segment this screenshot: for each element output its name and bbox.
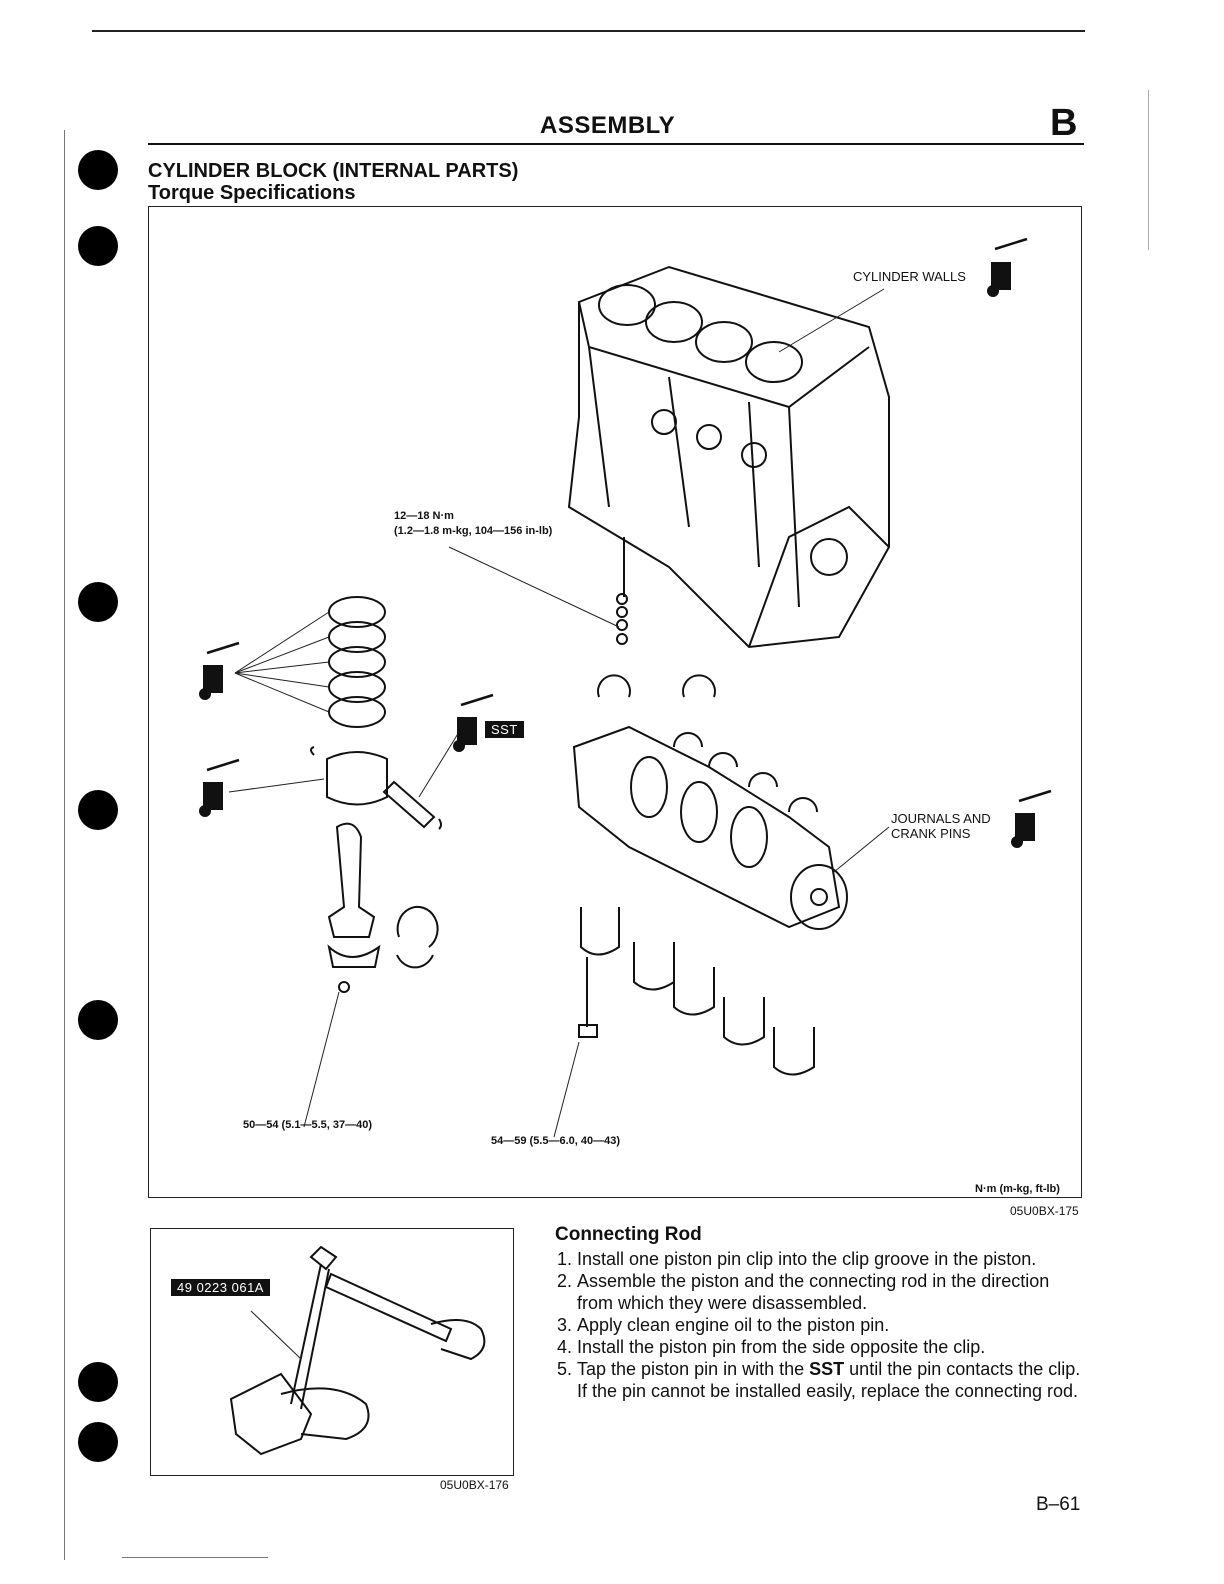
sst-installation-drawing bbox=[229, 1245, 486, 1456]
title-rule bbox=[148, 143, 1084, 145]
connecting-rod-heading: Connecting Rod bbox=[555, 1224, 702, 1245]
rod-cap bbox=[327, 944, 381, 968]
cylinder-bore bbox=[745, 341, 803, 383]
binder-hole-icon bbox=[78, 790, 118, 830]
figure-id: 05U0BX-176 bbox=[440, 1478, 509, 1492]
label-torque-bolt: 12—18 N·m bbox=[394, 510, 454, 522]
sst-tool bbox=[309, 1245, 338, 1271]
instruction-list: Install one piston pin clip into the cli… bbox=[555, 1248, 1085, 1402]
washer bbox=[616, 593, 628, 605]
oil-icon bbox=[1011, 789, 1052, 848]
section-letter: B bbox=[1050, 102, 1078, 144]
upper-main-bearing bbox=[788, 797, 818, 813]
label-torque-main-bearing: 54—59 (5.5—6.0, 40—43) bbox=[491, 1135, 621, 1147]
instruction-step: Apply clean engine oil to the piston pin… bbox=[577, 1314, 1085, 1336]
label-torque-connecting-rod: 50—54 (5.1—5.5, 37—40) bbox=[243, 1119, 373, 1131]
label-crank-pins: CRANK PINS bbox=[891, 826, 971, 841]
upper-main-bearing bbox=[748, 772, 778, 788]
sst-installation-figure: 49 0223 061A bbox=[150, 1228, 514, 1476]
exploded-diagram-drawing bbox=[199, 237, 1052, 1138]
step-text: until the pin contacts the clip. bbox=[844, 1359, 1081, 1379]
instruction-step: Install the piston pin from the side opp… bbox=[577, 1336, 1085, 1358]
exploded-diagram-figure: CYLINDER WALLS 12—18 N·m (1.2—1.8 m-kg, … bbox=[148, 206, 1082, 1198]
bearing-shell bbox=[396, 954, 434, 969]
label-cylinder-walls: CYLINDER WALLS bbox=[853, 269, 966, 284]
binder-hole-icon bbox=[78, 1362, 118, 1402]
bearing-shell bbox=[396, 905, 439, 948]
label-journals: JOURNALS AND bbox=[891, 811, 991, 826]
cylinder-bore bbox=[645, 301, 703, 343]
sst-emphasis: SST bbox=[809, 1359, 845, 1379]
instruction-note: If the pin cannot be installed easily, r… bbox=[577, 1381, 1078, 1401]
cylinder-bore bbox=[598, 284, 656, 326]
main-bearing-cap bbox=[673, 967, 715, 1016]
section-title: ASSEMBLY bbox=[540, 112, 676, 139]
oil-icon bbox=[199, 758, 240, 817]
washer bbox=[616, 633, 628, 645]
upper-main-bearing bbox=[682, 674, 716, 698]
washer bbox=[616, 606, 628, 618]
page-title: CYLINDER BLOCK (INTERNAL PARTS) bbox=[148, 160, 519, 182]
connecting-rod-instructions: Connecting Rod Install one piston pin cl… bbox=[555, 1224, 1085, 1402]
binder-hole-icon bbox=[78, 150, 118, 190]
hand bbox=[430, 1319, 486, 1361]
instruction-step: Install one piston pin clip into the cli… bbox=[577, 1248, 1085, 1270]
binder-hole-icon bbox=[78, 1000, 118, 1040]
upper-main-bearing bbox=[597, 674, 631, 698]
main-bearing-cap bbox=[723, 997, 765, 1046]
cylinder-block-outline bbox=[567, 265, 890, 649]
label-torque-bolt-alt: (1.2—1.8 m-kg, 104—156 in-lb) bbox=[394, 525, 553, 537]
oil-icon bbox=[453, 693, 494, 752]
label-units: N·m (m-kg, ft-lb) bbox=[975, 1183, 1060, 1195]
upper-main-bearing bbox=[708, 752, 738, 768]
right-margin-line bbox=[1148, 90, 1149, 250]
hammer bbox=[324, 1272, 453, 1343]
piston bbox=[326, 751, 388, 806]
bottom-link-underline bbox=[122, 1557, 268, 1558]
page-number: B–61 bbox=[1036, 1494, 1081, 1515]
binder-hole-icon bbox=[78, 226, 118, 266]
binder-margin-line bbox=[64, 130, 65, 1560]
piston-pin bbox=[382, 780, 436, 829]
page-subtitle: Torque Specifications bbox=[148, 182, 356, 204]
tool-number-badge: 49 0223 061A bbox=[171, 1279, 270, 1296]
binder-hole-icon bbox=[78, 1422, 118, 1462]
oil-icon bbox=[199, 641, 240, 700]
instruction-step: Tap the piston pin in with the SST until… bbox=[577, 1358, 1085, 1402]
oil-icon bbox=[987, 237, 1028, 297]
top-rule bbox=[92, 30, 1085, 32]
crankshaft bbox=[572, 725, 841, 929]
sst-badge: SST bbox=[485, 721, 524, 738]
instruction-step: Assemble the piston and the connecting r… bbox=[577, 1270, 1085, 1314]
figure-id: 05U0BX-175 bbox=[1010, 1204, 1079, 1218]
main-bearing-cap bbox=[773, 1027, 815, 1076]
upper-main-bearing bbox=[673, 732, 703, 748]
connecting-rod bbox=[327, 822, 376, 938]
piston bbox=[229, 1372, 313, 1456]
step-text: Tap the piston pin in with the bbox=[577, 1359, 810, 1379]
binder-hole-icon bbox=[78, 582, 118, 622]
main-bearing-cap bbox=[633, 942, 675, 991]
crankshaft-flange bbox=[790, 864, 848, 930]
washer bbox=[616, 619, 628, 631]
main-bearing-cap bbox=[580, 907, 620, 956]
cylinder-bore bbox=[695, 321, 753, 363]
